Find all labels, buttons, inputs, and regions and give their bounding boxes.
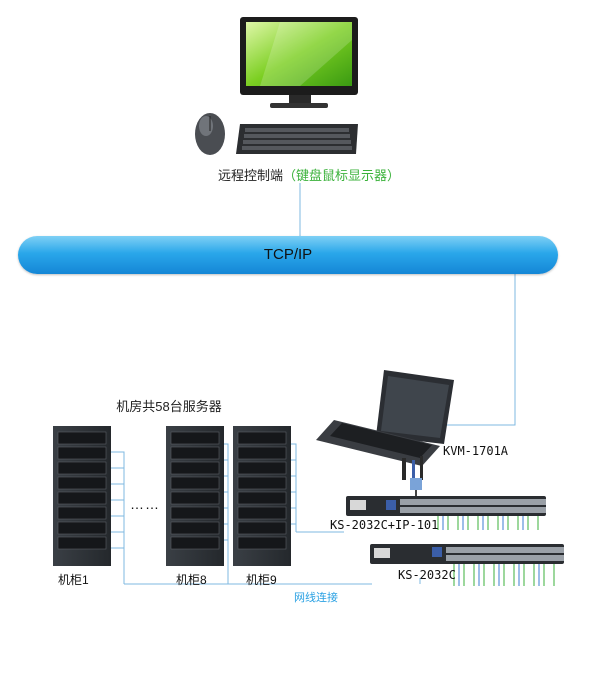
rack-8-label: 机柜8 bbox=[176, 573, 207, 587]
kvm-ip-switch-icon bbox=[346, 478, 546, 516]
rack-1-icon bbox=[53, 426, 111, 566]
monitor-icon bbox=[240, 17, 358, 108]
cable-connection-label: 网线连接 bbox=[294, 592, 338, 604]
server-room-title: 机房共58台服务器 bbox=[116, 399, 222, 414]
tcpip-network-bar: TCP/IP bbox=[18, 236, 558, 274]
more-racks-ellipsis: …… bbox=[130, 496, 160, 512]
port-cables bbox=[437, 516, 555, 586]
remote-terminal-title: 远程控制端 bbox=[218, 168, 284, 183]
kvm-switch-icon bbox=[370, 544, 564, 564]
rack-1-label: 机柜1 bbox=[58, 573, 89, 587]
rack-9-icon bbox=[233, 426, 291, 566]
network-label: TCP/IP bbox=[263, 246, 313, 263]
remote-terminal-detail: （键盘鼠标显示器） bbox=[283, 168, 401, 183]
kvm-switch-label: KS-2032C bbox=[398, 568, 456, 582]
console-label: KVM-1701A bbox=[443, 444, 509, 458]
rack-8-icon bbox=[166, 426, 224, 566]
remote-terminal-label: 远程控制端（键盘鼠标显示器） bbox=[218, 165, 400, 184]
rack-9-label: 机柜9 bbox=[246, 573, 277, 587]
kvm-ip-switch-label: KS-2032C+IP-101 bbox=[330, 518, 439, 532]
mouse-icon bbox=[195, 113, 225, 155]
lcd-console-icon bbox=[316, 370, 454, 480]
keyboard-icon bbox=[236, 124, 358, 154]
